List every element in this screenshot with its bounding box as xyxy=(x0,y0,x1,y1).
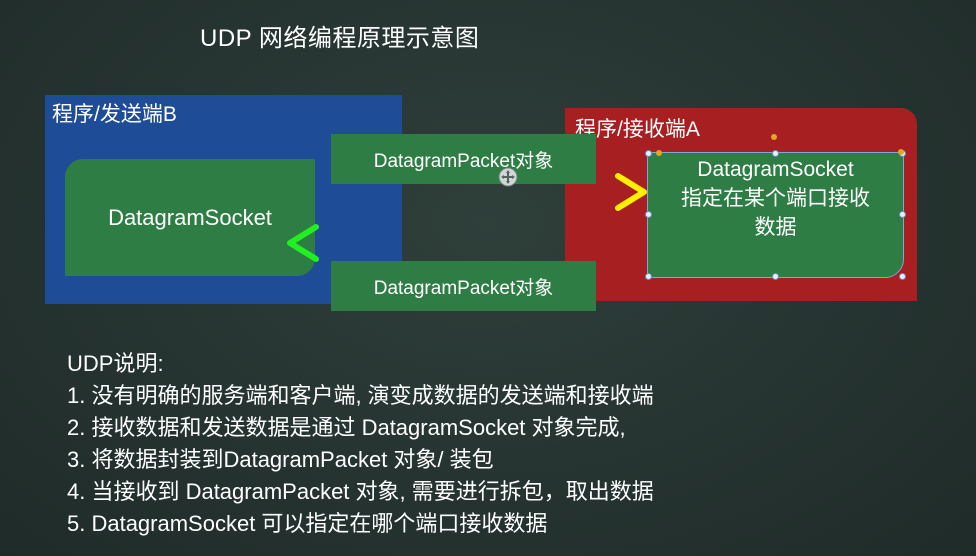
selection-handle[interactable] xyxy=(899,211,906,218)
packet-bottom-text: DatagramPacket对象 xyxy=(373,277,554,299)
sender-label: 程序/发送端B xyxy=(52,103,177,126)
note-item: 3. 将数据封装到DatagramPacket 对象/ 装包 xyxy=(67,447,494,472)
receiver-socket-line1: DatagramSocket xyxy=(697,158,854,181)
receive-arrow xyxy=(287,224,652,262)
send-arrow xyxy=(300,173,647,211)
notes-heading: UDP说明: xyxy=(67,351,164,376)
receiver-label: 程序/接收端A xyxy=(575,118,700,141)
packet-box-bottom[interactable]: DatagramPacket对象 xyxy=(331,261,596,311)
selection-handle[interactable] xyxy=(645,211,652,218)
rotate-handle[interactable] xyxy=(771,134,777,140)
receiver-socket-box[interactable]: DatagramSocket 指定在某个端口接收 数据 xyxy=(647,152,904,278)
note-item: 5. DatagramSocket 可以指定在哪个端口接收数据 xyxy=(67,511,548,536)
move-cursor-icon xyxy=(498,167,518,187)
selection-handle[interactable] xyxy=(772,273,779,280)
selection-handle[interactable] xyxy=(645,150,652,157)
adjust-handle[interactable] xyxy=(656,150,662,156)
note-item: 1. 没有明确的服务端和客户端, 演变成数据的发送端和接收端 xyxy=(67,383,654,408)
receiver-socket-line2: 指定在某个端口接收 xyxy=(681,187,870,210)
sender-socket-text: DatagramSocket xyxy=(108,204,272,230)
selection-handle[interactable] xyxy=(645,273,652,280)
note-item: 4. 当接收到 DatagramPacket 对象, 需要进行拆包，取出数据 xyxy=(67,479,654,504)
selection-handle[interactable] xyxy=(772,150,779,157)
packet-box-top[interactable]: DatagramPacket对象 xyxy=(331,134,596,184)
diagram-title: UDP 网络编程原理示意图 xyxy=(200,25,480,52)
receiver-socket-line3: 数据 xyxy=(754,216,797,239)
selection-handle[interactable] xyxy=(899,273,906,280)
note-item: 2. 接收数据和发送数据是通过 DatagramSocket 对象完成, xyxy=(67,415,626,440)
packet-top-text: DatagramPacket对象 xyxy=(373,150,554,172)
sender-socket-box[interactable]: DatagramSocket xyxy=(65,159,315,276)
adjust-handle[interactable] xyxy=(898,149,904,155)
notes-block: UDP说明: 1. 没有明确的服务端和客户端, 演变成数据的发送端和接收端 2.… xyxy=(67,348,654,540)
